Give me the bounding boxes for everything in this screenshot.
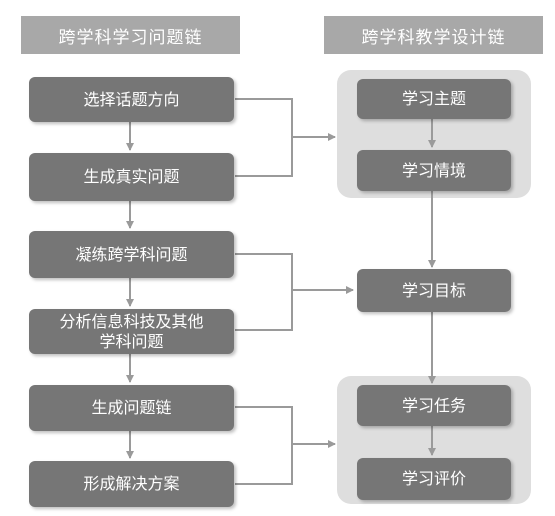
node-refine-interdisciplinary-problem: 凝练跨学科问题 [29,231,234,278]
node-analyze-subject-problems: 分析信息科技及其他 学科问题 [29,309,234,354]
node-form-solution: 形成解决方案 [29,461,234,507]
bracket-1-2 [235,98,293,177]
node-generate-problem-chain: 生成问题链 [29,385,234,431]
node-learning-task: 学习任务 [357,385,511,426]
node-learning-topic: 学习主题 [357,79,511,119]
node-generate-real-problem: 生成真实问题 [29,153,234,201]
bracket-3-4 [235,253,293,331]
node-learning-goal: 学习目标 [357,269,511,312]
node-learning-context: 学习情境 [357,150,511,191]
bracket-5-6 [235,406,293,485]
node-learning-evaluation: 学习评价 [357,458,511,500]
right-column-header: 跨学科教学设计链 [324,16,543,54]
left-column-header: 跨学科学习问题链 [21,16,240,54]
node-choose-topic-direction: 选择话题方向 [29,77,234,122]
